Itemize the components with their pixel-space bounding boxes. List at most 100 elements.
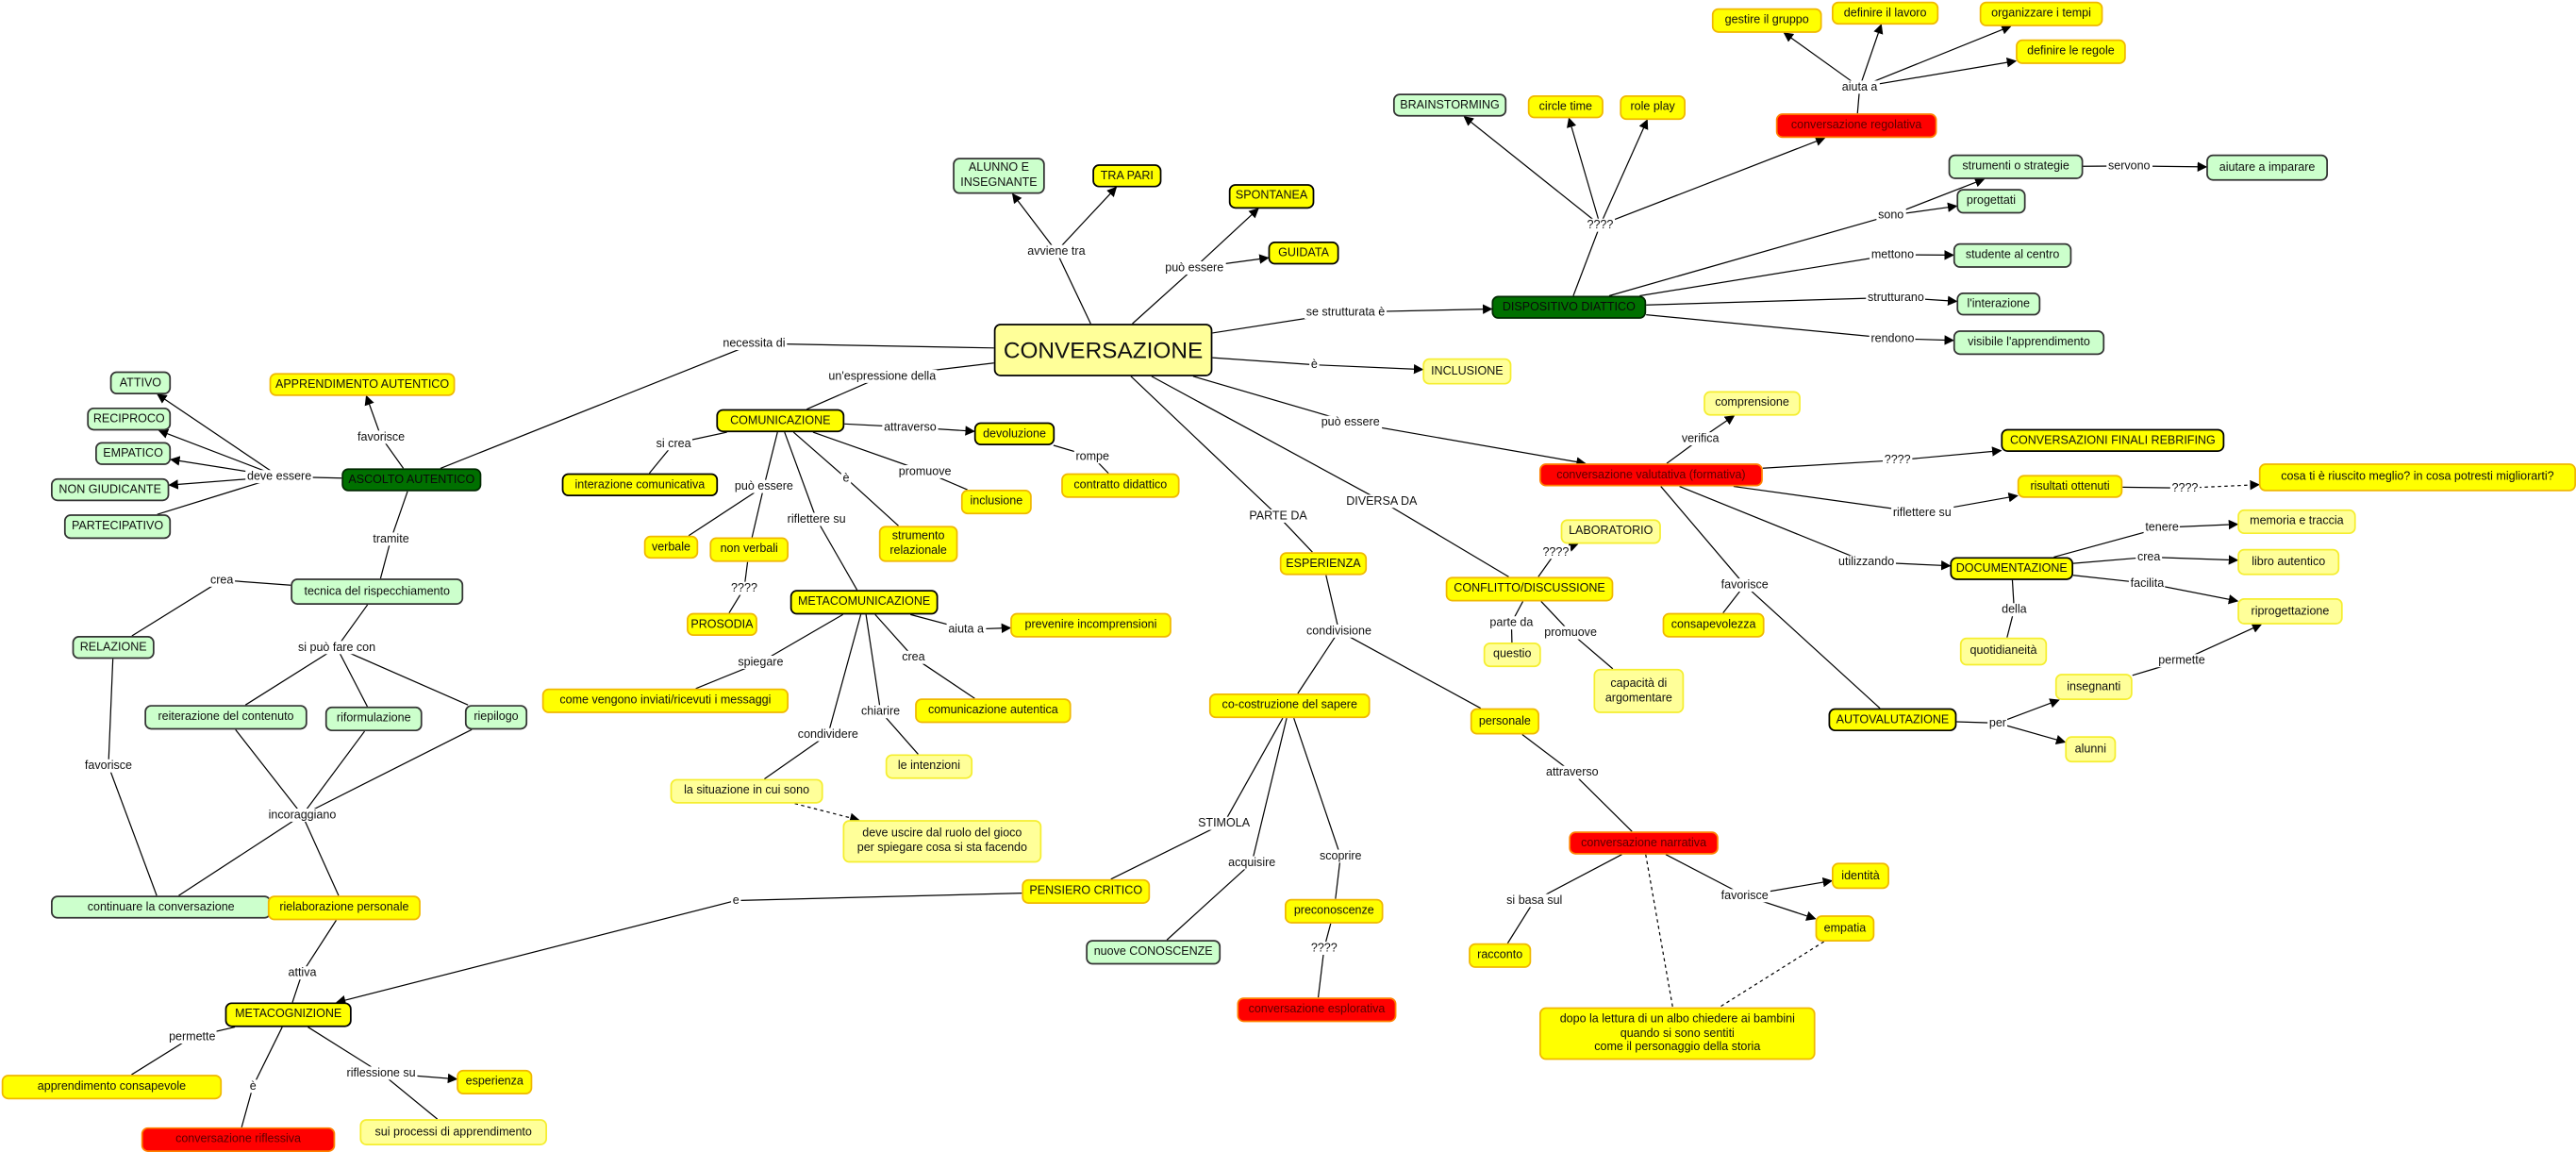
link-label-permette[interactable]: permette	[2156, 652, 2207, 668]
concept-verbale[interactable]: verbale	[643, 535, 699, 559]
concept-rielaborazione-personale[interactable]: rielaborazione personale	[267, 895, 421, 921]
concept-dopo-la-lettura-di-un-albo-chiedere-ai-b[interactable]: dopo la lettura di un albo chiedere ai b…	[1538, 1007, 1816, 1060]
concept-l-interazione[interactable]: l'interazione	[1956, 292, 2041, 316]
link-label-e[interactable]: e	[731, 892, 741, 908]
link-label-riflettere-su[interactable]: riflettere su	[1891, 504, 1953, 520]
link-label-aiuta-a[interactable]: aiuta a	[946, 621, 986, 637]
concept-ascolto-autentico[interactable]: ASCOLTO AUTENTICO	[341, 468, 482, 492]
concept-attivo[interactable]: ATTIVO	[109, 371, 172, 395]
concept-conversazione-riflessiva[interactable]: conversazione riflessiva	[141, 1127, 336, 1152]
link-label-della[interactable]: della	[2000, 601, 2029, 617]
link-label-avviene-tra[interactable]: avviene tra	[1025, 242, 1088, 259]
link-label-aiuta-a[interactable]: aiuta a	[1840, 78, 1880, 94]
link-label-permette[interactable]: permette	[167, 1028, 218, 1044]
concept-pensiero-critico[interactable]: PENSIERO CRITICO	[1022, 878, 1151, 904]
link-label-promuove[interactable]: promuove	[1542, 624, 1599, 640]
concept-conversazione-regolativa[interactable]: conversazione regolativa	[1775, 113, 1937, 139]
link-label-promuove[interactable]: promuove	[897, 463, 954, 478]
link-label-crea[interactable]: crea	[2136, 548, 2163, 564]
concept-apprendimento-autentico[interactable]: APPRENDIMENTO AUTENTICO	[269, 373, 456, 396]
link-label-si-puo-fare-con[interactable]: si può fare con	[296, 639, 377, 655]
concept-co-costruzione-del-sapere[interactable]: co-costruzione del sapere	[1208, 693, 1371, 719]
concept-autovalutazione[interactable]: AUTOVALUTAZIONE	[1828, 708, 1957, 732]
concept-guidata[interactable]: GUIDATA	[1268, 242, 1339, 265]
concept-questio[interactable]: questio	[1483, 643, 1541, 668]
concept-definire-il-lavoro[interactable]: definire il lavoro	[1832, 1, 1939, 25]
link-label-favorisce[interactable]: favorisce	[356, 428, 407, 444]
concept-insegnanti[interactable]: insegnanti	[2054, 674, 2133, 700]
concept-metacomunicazione[interactable]: METACOMUNICAZIONE	[789, 590, 939, 615]
link-label-attraverso[interactable]: attraverso	[1544, 763, 1601, 779]
concept-risultati-ottenuti[interactable]: risultati ottenuti	[2017, 475, 2123, 498]
concept-alunno-e-insegnante[interactable]: ALUNNO E INSEGNANTE	[953, 158, 1045, 194]
link-label-riflessione-su[interactable]: riflessione su	[344, 1064, 418, 1080]
concept-personale[interactable]: personale	[1470, 708, 1539, 735]
concept-libro-autentico[interactable]: libro autentico	[2237, 548, 2340, 576]
concept-prevenire-incomprensioni[interactable]: prevenire incomprensioni	[1010, 612, 1172, 638]
concept-conversazione[interactable]: CONVERSAZIONE	[993, 324, 1213, 376]
concept-partecipativo[interactable]: PARTECIPATIVO	[63, 514, 172, 540]
concept-gestire-il-gruppo[interactable]: gestire il gruppo	[1711, 8, 1822, 33]
concept-interazione-comunicativa[interactable]: interazione comunicativa	[561, 473, 719, 496]
link-label-un-espressione-della[interactable]: un'espressione della	[826, 368, 938, 383]
concept-consapevolezza[interactable]: consapevolezza	[1662, 612, 1765, 638]
concept-riformulazione[interactable]: riformulazione	[324, 706, 423, 732]
concept-organizzare-i-tempi[interactable]: organizzare i tempi	[1979, 1, 2103, 26]
concept-apprendimento-consapevole[interactable]: apprendimento consapevole	[1, 1075, 223, 1100]
link-label-riflettere-su[interactable]: riflettere su	[785, 510, 848, 526]
concept-comprensione[interactable]: comprensione	[1703, 391, 1801, 416]
link-label-condivisione[interactable]: condivisione	[1305, 623, 1373, 638]
link-label-rendono[interactable]: rendono	[1869, 330, 1917, 345]
concept-conversazioni-finali-rebrifing[interactable]: CONVERSAZIONI FINALI REBRIFING	[2001, 428, 2225, 452]
concept-laboratorio[interactable]: LABORATORIO	[1560, 519, 1661, 544]
link-label-tenere[interactable]: tenere	[2143, 519, 2181, 535]
link-label-diversa-da[interactable]: DIVERSA DA	[1344, 493, 1420, 509]
concept-esperienza[interactable]: ESPERIENZA	[1279, 552, 1368, 576]
concept-spontanea[interactable]: SPONTANEA	[1228, 184, 1315, 209]
concept-reiterazione-del-contenuto[interactable]: reiterazione del contenuto	[144, 705, 307, 730]
link-label-scoprire[interactable]: scoprire	[1318, 847, 1364, 863]
concept-metacognizione[interactable]: METACOGNIZIONE	[224, 1002, 352, 1027]
link-label-puo-essere[interactable]: può essere	[733, 477, 795, 493]
concept-memoria-e-traccia[interactable]: memoria e traccia	[2237, 509, 2356, 535]
link-label-attraverso[interactable]: attraverso	[882, 419, 939, 434]
link-label-strutturano[interactable]: strutturano	[1866, 289, 1926, 305]
link-label-per[interactable]: per	[1987, 714, 2008, 730]
link-label-mettono[interactable]: mettono	[1870, 246, 1916, 261]
concept-dispositivo-diattico[interactable]: DISPOSITIVO DIATTICO	[1491, 295, 1647, 319]
link-label-e[interactable]: è	[247, 1077, 258, 1094]
concept-come-vengono-inviati-ricevuti-i-messaggi[interactable]: come vengono inviati/ricevuti i messaggi	[541, 688, 789, 713]
concept-conversazione-esplorativa[interactable]: conversazione esplorativa	[1237, 997, 1397, 1023]
concept-visibile-l-apprendimento[interactable]: visibile l'apprendimento	[1953, 330, 2105, 356]
link-label-attiva[interactable]: attiva	[286, 964, 319, 980]
concept-la-situazione-in-cui-sono[interactable]: la situazione in cui sono	[670, 778, 823, 804]
concept-quotidianeita[interactable]: quotidianeità	[1959, 637, 2048, 666]
link-label-[interactable]: ????	[1540, 543, 1571, 559]
link-label-chiarire[interactable]: chiarire	[859, 703, 902, 719]
concept-documentazione[interactable]: DOCUMENTAZIONE	[1950, 557, 2074, 580]
concept-sui-processi-di-apprendimento[interactable]: sui processi di apprendimento	[359, 1119, 547, 1145]
link-label-spiegare[interactable]: spiegare	[736, 654, 786, 669]
concept-brainstorming[interactable]: BRAINSTORMING	[1392, 93, 1507, 117]
concept-tecnica-del-rispecchiamento[interactable]: tecnica del rispecchiamento	[291, 578, 464, 605]
concept-inclusione[interactable]: INCLUSIONE	[1422, 358, 1512, 385]
concept-racconto[interactable]: racconto	[1469, 943, 1532, 968]
link-label-favorisce[interactable]: favorisce	[1719, 576, 1770, 593]
concept-contratto-didattico[interactable]: contratto didattico	[1061, 473, 1180, 498]
concept-empatico[interactable]: EMPATICO	[95, 442, 172, 465]
link-label-favorisce[interactable]: favorisce	[1719, 887, 1770, 903]
concept-inclusione[interactable]: inclusione	[960, 490, 1032, 515]
concept-reciproco[interactable]: RECIPROCO	[87, 407, 172, 431]
link-label-servono[interactable]: servono	[2106, 158, 2152, 173]
concept-tra-pari[interactable]: TRA PARI	[1092, 164, 1162, 188]
concept-capacita-di-argomentare[interactable]: capacità di argomentare	[1593, 668, 1685, 713]
link-label-condividere[interactable]: condividere	[796, 726, 860, 742]
link-label-tramite[interactable]: tramite	[371, 530, 411, 546]
concept-non-verbali[interactable]: non verbali	[709, 537, 789, 562]
concept-conversazione-narrativa[interactable]: conversazione narrativa	[1569, 831, 1719, 855]
concept-deve-uscire-dal-ruolo-del-gioco-per-spie[interactable]: deve uscire dal ruolo del gioco per spie…	[842, 820, 1042, 863]
link-label-[interactable]: ????	[1585, 216, 1616, 232]
concept-empatia[interactable]: empatia	[1815, 915, 1875, 942]
concept-studente-al-centro[interactable]: studente al centro	[1953, 242, 2072, 268]
concept-non-giudicante[interactable]: NON GIUDICANTE	[50, 477, 170, 502]
